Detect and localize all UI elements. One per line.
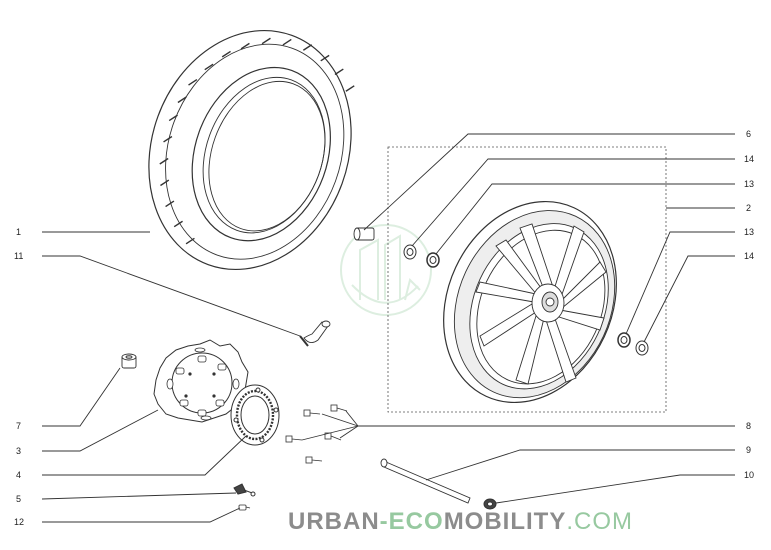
tire bbox=[148, 29, 355, 271]
callout-13-lower: 13 bbox=[744, 227, 754, 237]
callout-7: 7 bbox=[16, 421, 21, 431]
seal-14-right bbox=[635, 340, 649, 356]
axle-nut bbox=[483, 498, 497, 510]
abs-sensor bbox=[233, 483, 256, 497]
axle bbox=[380, 458, 471, 504]
callout-11: 11 bbox=[14, 251, 23, 261]
spacer-7 bbox=[121, 353, 137, 369]
tire-valve bbox=[299, 320, 331, 347]
disc-bolts bbox=[285, 404, 348, 464]
brake-disc bbox=[153, 339, 249, 423]
watermark-eco: ECO bbox=[388, 508, 444, 535]
watermark-mobility: MOBILITY bbox=[443, 508, 567, 535]
screw-12 bbox=[238, 504, 251, 511]
wheel-rim bbox=[443, 200, 617, 404]
callout-10: 10 bbox=[744, 470, 754, 480]
wheel-assembly-box bbox=[387, 146, 667, 413]
callout-8: 8 bbox=[746, 421, 751, 431]
callout-14-upper: 14 bbox=[744, 154, 754, 164]
watermark-urban: URBAN bbox=[288, 508, 380, 535]
abs-tone-ring bbox=[230, 384, 280, 446]
watermark-dash: - bbox=[379, 508, 389, 535]
callout-4: 4 bbox=[16, 470, 21, 480]
bearing-13-right bbox=[617, 332, 631, 348]
callout-3: 3 bbox=[16, 446, 21, 456]
seal-14-left bbox=[403, 244, 417, 260]
spacer-6 bbox=[353, 227, 375, 241]
bearing-13-left bbox=[426, 252, 440, 268]
callout-9: 9 bbox=[746, 445, 751, 455]
callout-13-upper: 13 bbox=[744, 179, 754, 189]
leader-lines bbox=[41, 133, 735, 523]
callout-12: 12 bbox=[14, 517, 24, 527]
callout-1: 1 bbox=[16, 227, 21, 237]
callout-6: 6 bbox=[746, 129, 751, 139]
callout-5: 5 bbox=[16, 494, 21, 504]
callout-2: 2 bbox=[746, 203, 751, 213]
watermark-logo bbox=[340, 224, 432, 316]
watermark-text: URBAN-ECOMOBILITY.COM bbox=[288, 508, 633, 536]
callout-14-lower: 14 bbox=[744, 251, 754, 261]
watermark-com: .COM bbox=[566, 508, 634, 535]
